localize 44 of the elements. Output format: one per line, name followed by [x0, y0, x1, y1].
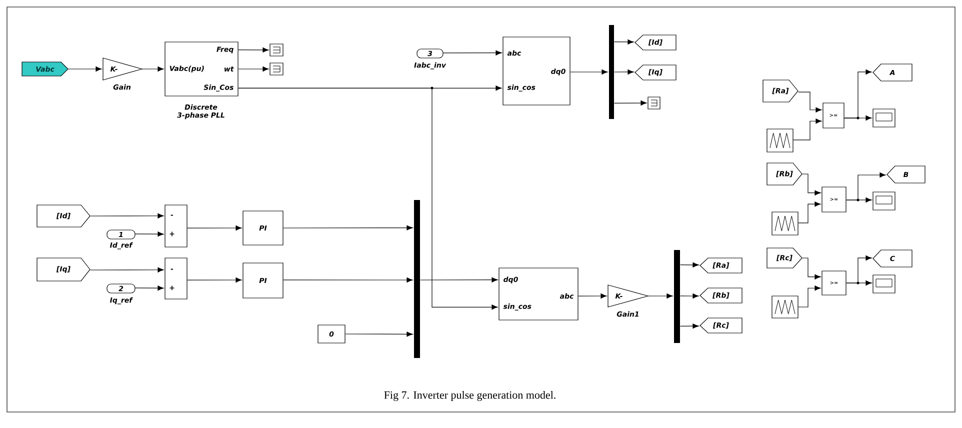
signal-arrow — [798, 92, 822, 112]
signal-arrow — [68, 66, 102, 72]
signal-arrow — [680, 262, 699, 268]
signal-arrow — [443, 50, 502, 56]
signal-arrow — [648, 293, 673, 298]
signal-arrow — [802, 174, 821, 196]
signal-generator-block — [772, 296, 798, 318]
caption: Fig 7. Inverter pulse generation model. — [384, 391, 556, 401]
signal-arrow — [283, 225, 413, 230]
signal-arrow — [578, 293, 607, 299]
signal-arrow — [846, 280, 872, 286]
signal-generator-block — [766, 128, 794, 152]
signal-arrow — [798, 286, 821, 308]
signal-arrow — [680, 293, 699, 299]
signal-arrow — [187, 277, 242, 282]
signal-arrow — [614, 69, 634, 74]
signal-arrow — [680, 324, 699, 329]
terminator-block — [270, 62, 284, 76]
signal-arrow — [187, 225, 242, 231]
signal-arrow — [90, 267, 164, 272]
terminator-block — [270, 44, 284, 56]
signal-arrow — [283, 277, 413, 282]
signal-arrow — [135, 286, 164, 291]
signal-arrow — [802, 258, 821, 280]
signal-arrow — [846, 197, 872, 202]
signal-arrow — [614, 100, 647, 106]
signal-arrow — [238, 47, 269, 52]
terminator-block — [648, 96, 660, 110]
signal-arrow — [238, 88, 498, 310]
signal-arrow — [90, 213, 164, 218]
signal-arrow — [614, 39, 634, 44]
scope-block — [872, 192, 896, 210]
signal-arrow — [135, 232, 164, 237]
signal-arrow — [420, 277, 498, 282]
signal-arrow — [793, 118, 822, 140]
signal-arrow — [570, 69, 608, 74]
scope-block — [872, 274, 896, 294]
signal-arrow — [345, 332, 413, 337]
signal-generator-block — [772, 212, 798, 236]
signal-arrow — [798, 202, 821, 224]
scope-block — [872, 108, 896, 128]
signal-arrow — [142, 66, 164, 72]
signal-arrow — [844, 116, 872, 121]
signal-arrow — [238, 66, 269, 72]
